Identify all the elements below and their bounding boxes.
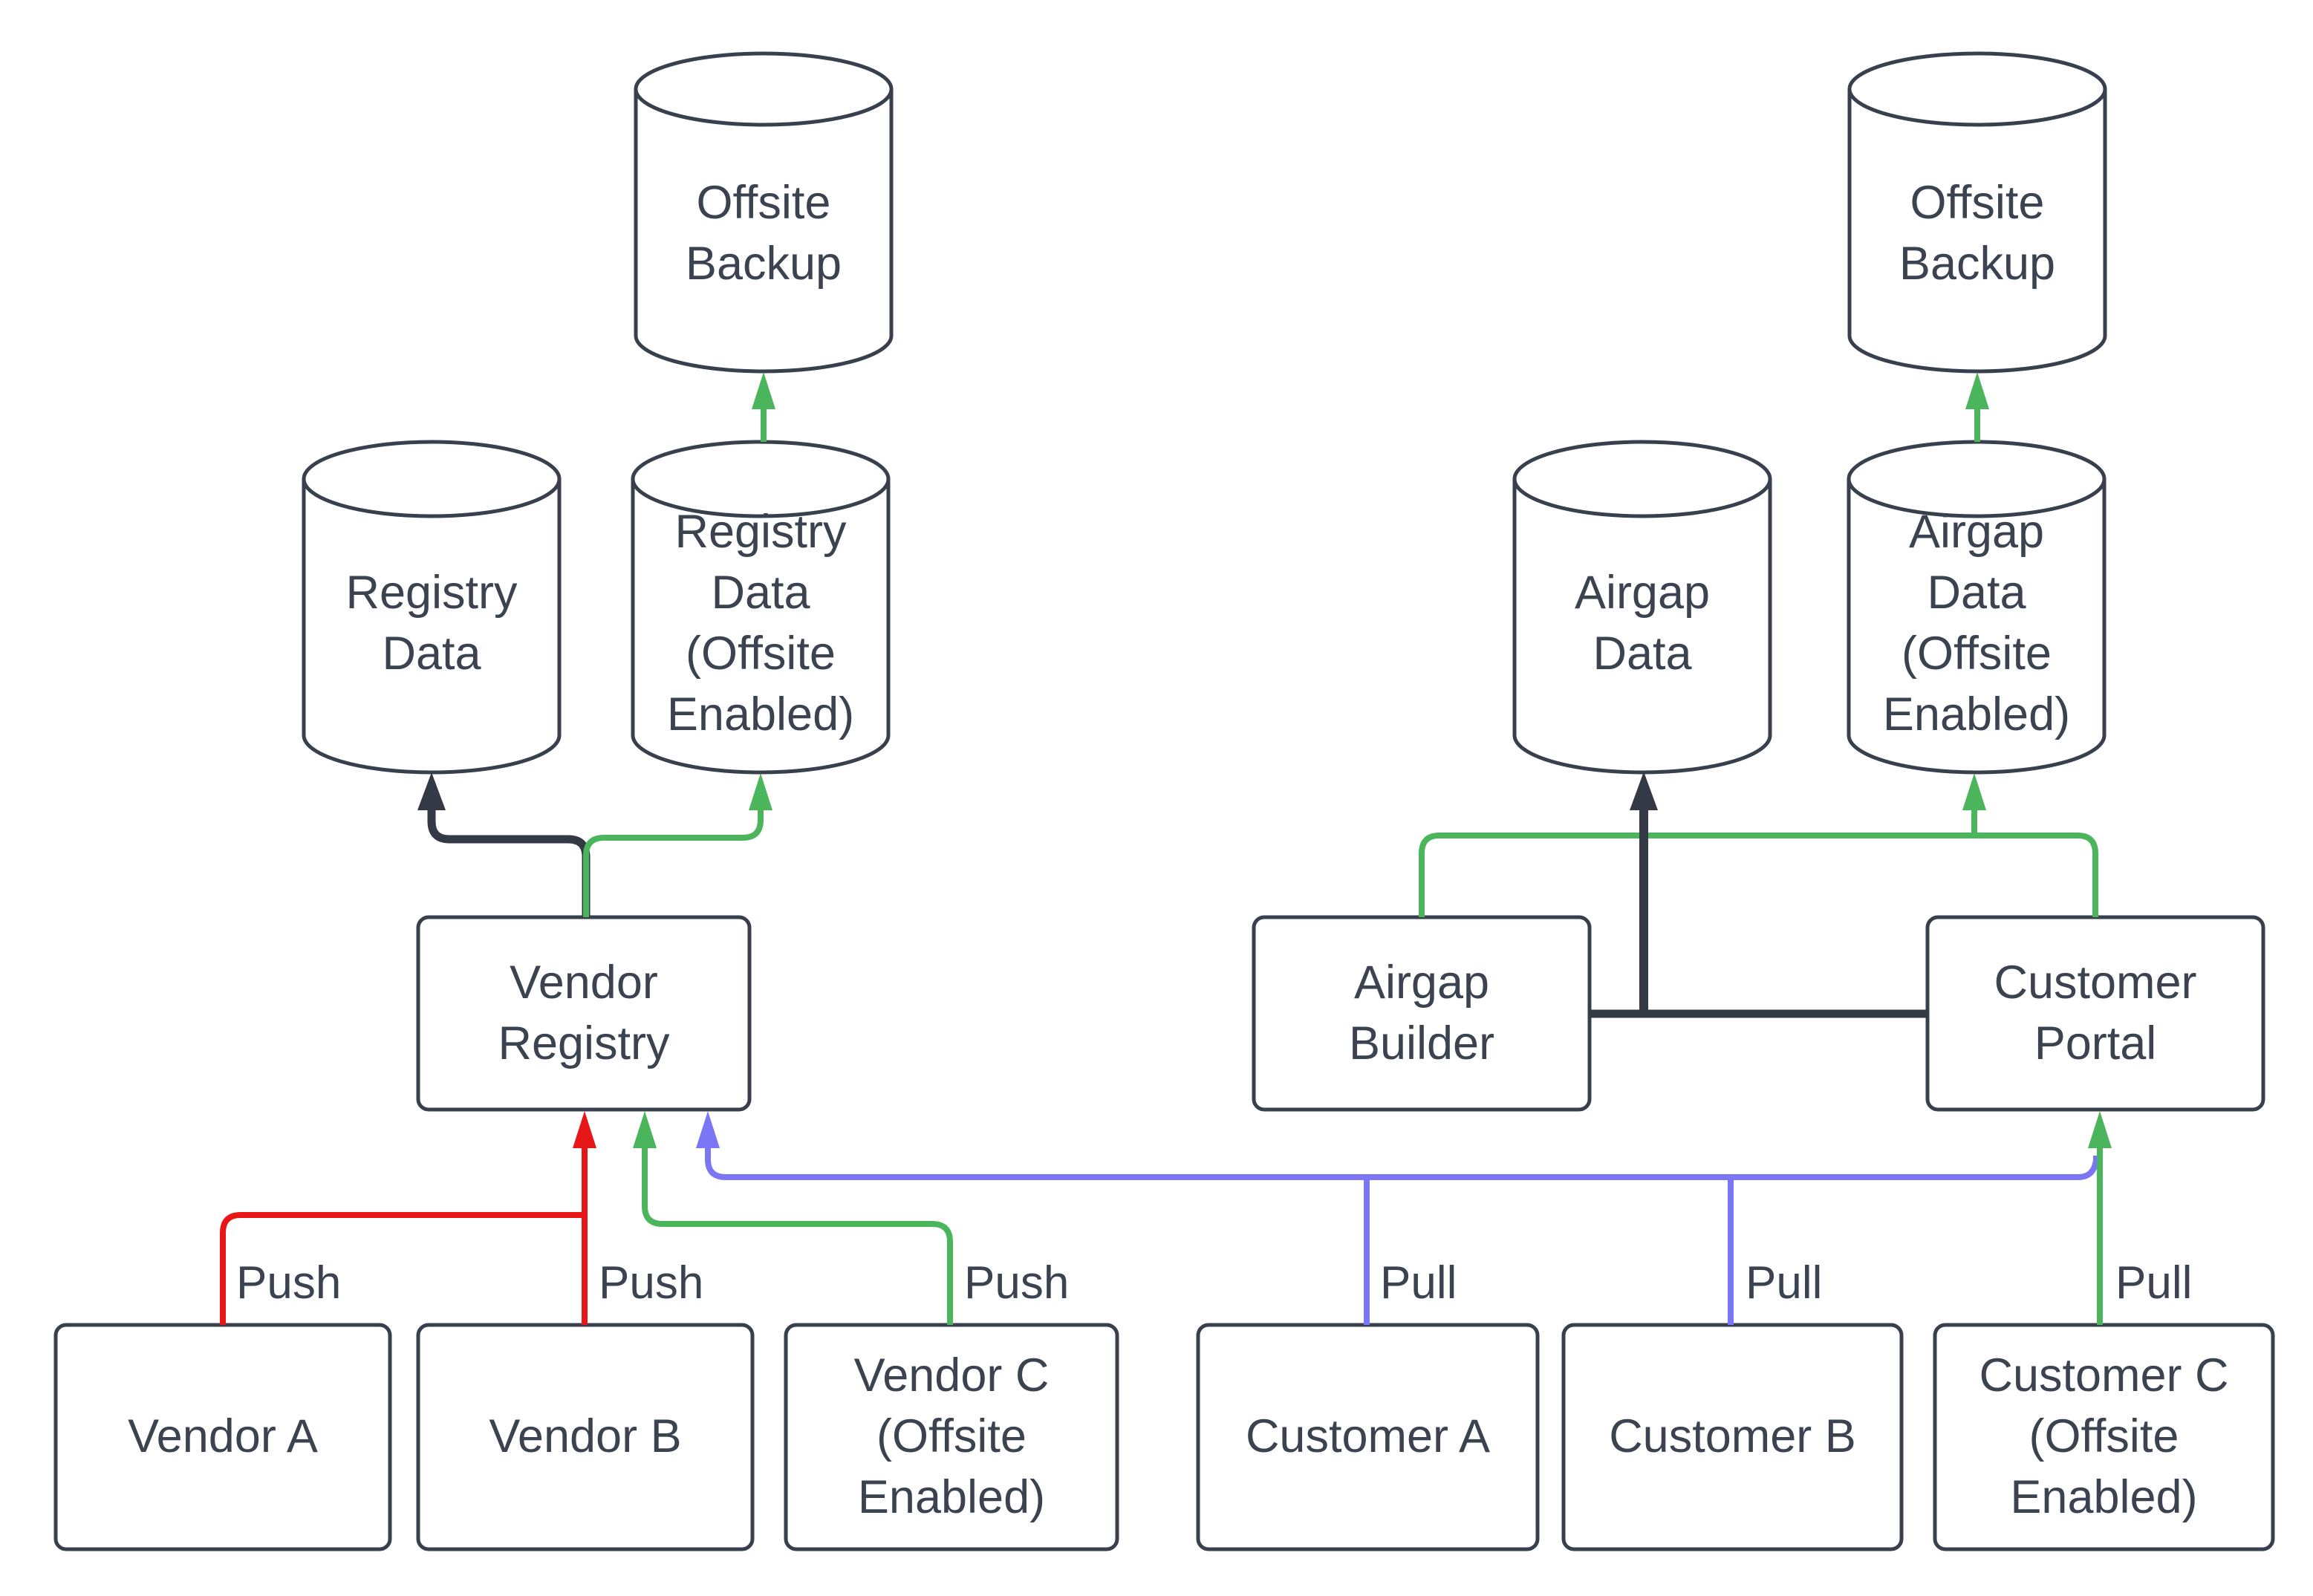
- arrowhead-green-into-airgap-data-offsite: [1962, 773, 1986, 810]
- airgap-data-offsite-cylinder: [1847, 440, 2107, 775]
- edge-vendor-c-push: [633, 1111, 953, 1325]
- arrowhead-dark-into-registry-data: [417, 772, 446, 810]
- offsite-backup-left-cylinder: [634, 51, 894, 374]
- vendor-c-box: [784, 1323, 1119, 1551]
- registry-data-cylinder: [302, 440, 562, 775]
- arrowhead-green-into-offsite-backup-right: [1965, 372, 1989, 409]
- vendor-registry-box: [416, 915, 752, 1112]
- arrowhead-green-into-offsite-backup-left: [752, 372, 775, 409]
- arrowhead-green-into-vendor-registry: [633, 1111, 657, 1148]
- edge-vendor-registry-to-registry-data: [417, 772, 591, 917]
- vendor-a-box: [53, 1323, 392, 1551]
- arrowhead-green-into-customer-portal: [2088, 1111, 2112, 1148]
- airgap-builder-box: [1252, 915, 1592, 1112]
- edge-registry-data-offsite-to-offsite-backup: [752, 372, 775, 442]
- arrowhead-green-into-registry-data-offsite: [749, 773, 772, 810]
- customer-portal-box: [1925, 915, 2265, 1112]
- registry-data-offsite-cylinder: [631, 440, 891, 775]
- edge-vendor-registry-to-registry-data-offsite: [583, 773, 772, 917]
- edge-airgap-builder-customer-portal-green: [1419, 773, 2098, 917]
- customer-b-box: [1561, 1323, 1904, 1551]
- edge-vendor-b-push: [573, 1111, 596, 1325]
- edge-airgap-builder-customer-portal-to-airgap-data: [1590, 772, 1928, 1018]
- edge-customer-c-pull: [2088, 1111, 2112, 1325]
- airgap-data-cylinder: [1512, 440, 1772, 775]
- edge-vendor-a-push: [220, 1212, 585, 1325]
- edge-customers-pull-vendor-registry: [696, 1111, 2099, 1325]
- customer-a-box: [1196, 1323, 1540, 1551]
- offsite-backup-right-cylinder: [1847, 51, 2107, 374]
- vendor-b-box: [416, 1323, 755, 1551]
- arrowhead-red-into-vendor-registry: [573, 1111, 596, 1148]
- arrowhead-blue-into-vendor-registry: [696, 1111, 720, 1148]
- customer-c-box: [1933, 1323, 2275, 1551]
- arrowhead-dark-into-airgap-data: [1630, 772, 1658, 810]
- edge-airgap-data-offsite-to-offsite-backup: [1965, 372, 1989, 442]
